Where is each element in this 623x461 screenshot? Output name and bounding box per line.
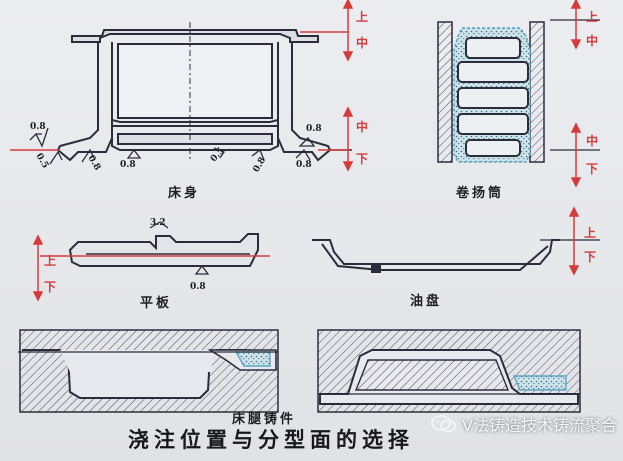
caption-bed-body: 床身	[168, 186, 201, 201]
marker-lower-oilpan: 下	[584, 250, 600, 264]
marker-middle-drum-bottom: 中	[586, 134, 602, 148]
watermark-text: V法铸造技术铸流聚合	[462, 416, 617, 435]
marker-middle-bed-top: 中	[356, 36, 372, 50]
marker-middle-bed-bottom: 中	[356, 120, 372, 134]
flat-plate-drawing	[40, 221, 270, 275]
oil-pan-drawing	[312, 239, 600, 273]
marker-upper-bed: 上	[356, 10, 372, 24]
caption-bed-leg-casting: 床腿铸件	[232, 412, 297, 427]
marker-upper-plate: 上	[44, 254, 60, 268]
parting-arrows-drum	[570, 0, 582, 188]
dim-bed-8: 0.8	[296, 160, 312, 170]
watermark: V法铸造技术铸流聚合	[431, 412, 617, 436]
marker-lower-drum: 下	[586, 162, 602, 176]
caption-winding-drum: 卷扬筒	[456, 186, 505, 201]
dim-bed-1: 0.8	[30, 122, 46, 132]
dim-bed-4: 0.8	[120, 160, 136, 170]
marker-upper-drum: 上	[586, 10, 602, 24]
parting-arrow-plate	[32, 234, 44, 302]
parting-arrow-oilpan	[568, 206, 580, 276]
bed-leg-right-drawing	[317, 329, 581, 413]
dim-bed-7: 0.8	[306, 124, 322, 134]
parting-arrows-bed	[342, 0, 354, 172]
marker-upper-oilpan: 上	[584, 226, 600, 240]
marker-lower-plate: 下	[44, 280, 60, 294]
dim-plate-bottom: 0.8	[190, 282, 206, 292]
winding-drum-drawing	[437, 19, 600, 163]
wechat-icon	[431, 415, 456, 433]
caption-flat-plate: 平板	[140, 296, 173, 311]
bed-body-drawing	[10, 22, 352, 165]
page-title: 浇注位置与分型面的选择	[128, 427, 414, 452]
bed-leg-left-drawing	[18, 329, 279, 413]
dim-plate-top: 3.2	[150, 218, 166, 228]
marker-middle-drum-top: 中	[586, 34, 602, 48]
caption-oil-pan: 油盘	[410, 294, 443, 309]
marker-lower-bed: 下	[356, 152, 372, 166]
